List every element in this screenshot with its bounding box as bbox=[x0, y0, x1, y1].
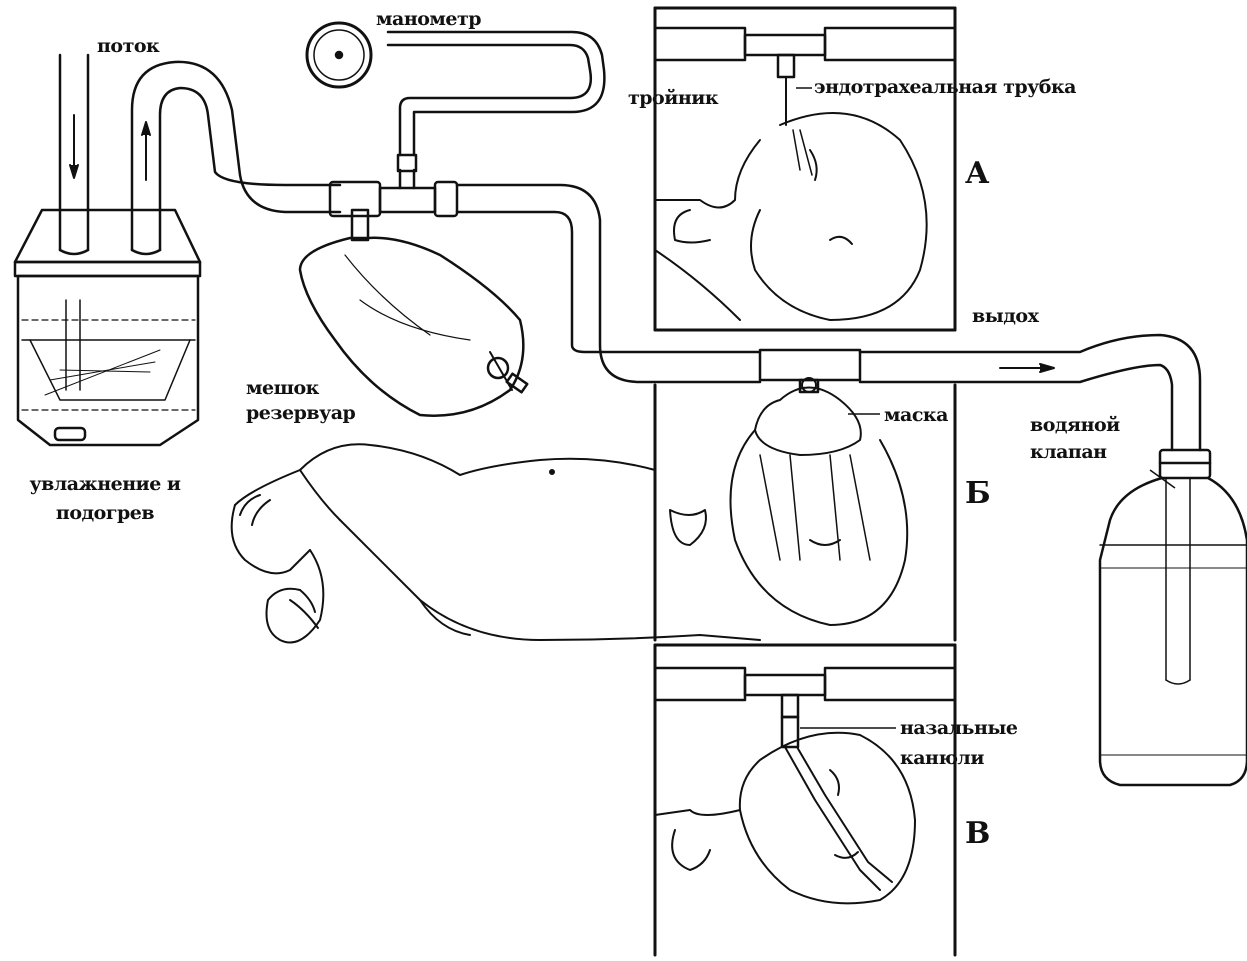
water-valve-leader-line bbox=[1150, 470, 1175, 488]
